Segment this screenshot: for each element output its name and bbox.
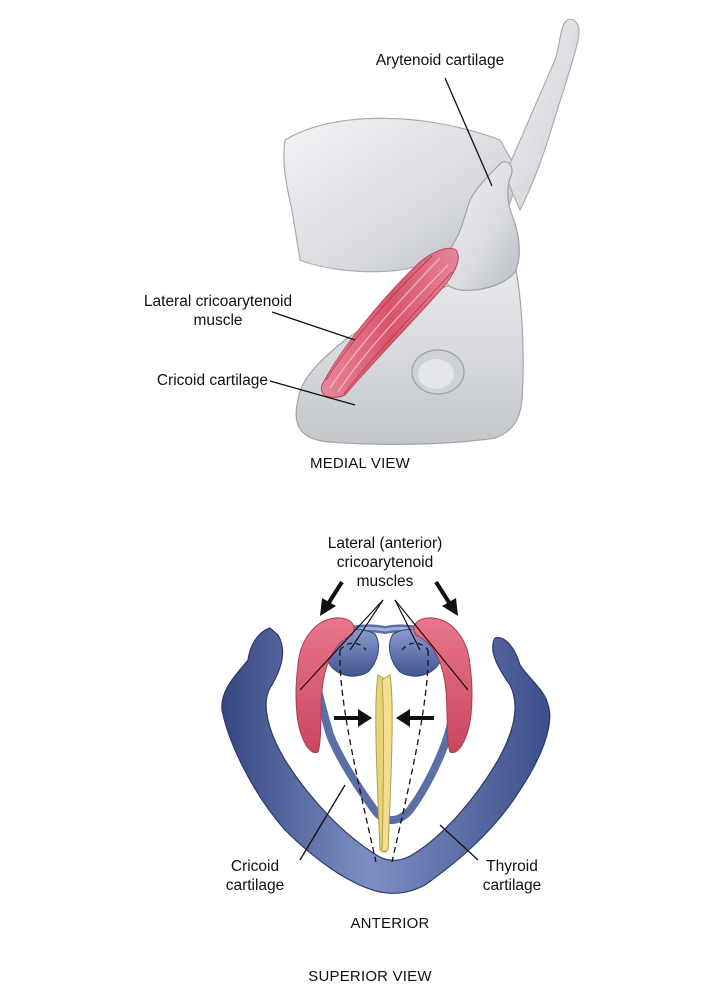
cricoid-cartilage-label-superior-line2: cartilage xyxy=(225,877,285,894)
superior-view-caption: SUPERIOR VIEW xyxy=(308,968,432,985)
medial-view-caption: MEDIAL VIEW xyxy=(310,455,410,472)
right-outward-arrow xyxy=(434,580,458,616)
lateral-cricoarytenoid-muscle-medial xyxy=(320,247,459,398)
anterior-label: ANTERIOR xyxy=(350,915,430,932)
right-lateral-cricoarytenoid-muscle xyxy=(413,617,473,754)
thyroid-cartilage-label-line1: Thyroid xyxy=(486,858,538,875)
left-inward-arrow xyxy=(334,709,372,727)
thyroid-cartilage-superior xyxy=(221,627,551,894)
cricoid-cartilage-label-medial: Cricoid cartilage xyxy=(156,372,268,389)
thyroid-superior-horn xyxy=(504,18,580,212)
thyroid-cartilage-label-line2: cartilage xyxy=(482,877,542,894)
muscles-label-line1: Lateral (anterior) xyxy=(327,535,443,552)
superior-view-drawing xyxy=(221,580,551,894)
right-vocal-fold xyxy=(381,674,393,853)
right-inward-arrow xyxy=(396,709,434,727)
lateral-cricoarytenoid-label-line2: muscle xyxy=(193,312,243,329)
cricoid-cartilage-label-superior-line1: Cricoid xyxy=(230,858,280,875)
left-outward-arrow xyxy=(320,580,344,616)
arytenoid-cartilage-label: Arytenoid cartilage xyxy=(375,52,505,69)
muscles-label-line2: cricoarytenoid xyxy=(336,554,434,571)
muscles-label-line3: muscles xyxy=(356,573,414,590)
lateral-cricoarytenoid-label-line1: Lateral cricoarytenoid xyxy=(143,293,293,310)
medial-view-drawing xyxy=(269,18,580,445)
left-lateral-cricoarytenoid-muscle xyxy=(295,617,355,754)
